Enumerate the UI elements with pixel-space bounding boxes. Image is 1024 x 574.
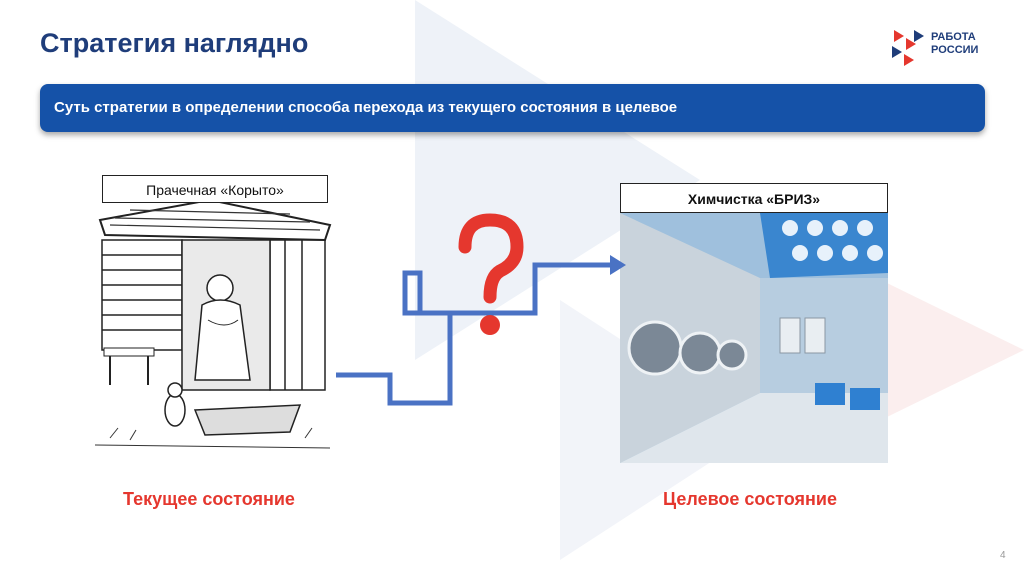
banner-text: Суть стратегии в определении способа пер… <box>54 99 677 116</box>
transition-arrow <box>330 205 630 415</box>
modern-laundromat-photo <box>620 183 888 463</box>
work-russia-logo: РАБОТА РОССИИ <box>888 26 998 68</box>
strategy-banner: Суть стратегии в определении способа пер… <box>40 84 985 132</box>
current-state-caption: Текущее состояние <box>123 489 295 510</box>
work-russia-logo-icon <box>888 26 928 66</box>
page-number: 4 <box>1000 550 1006 561</box>
laundry-trough-sketch <box>90 170 333 462</box>
page-title: Стратегия наглядно <box>40 28 308 59</box>
laundry-label: Прачечная «Корыто» <box>102 175 328 203</box>
logo-line1: РАБОТА <box>931 31 978 44</box>
dry-cleaning-label: Химчистка «БРИЗ» <box>620 183 888 213</box>
logo-line2: РОССИИ <box>931 44 978 57</box>
question-mark-icon <box>465 220 517 335</box>
logo-text: РАБОТА РОССИИ <box>931 31 978 57</box>
target-state-caption: Целевое состояние <box>663 489 837 510</box>
